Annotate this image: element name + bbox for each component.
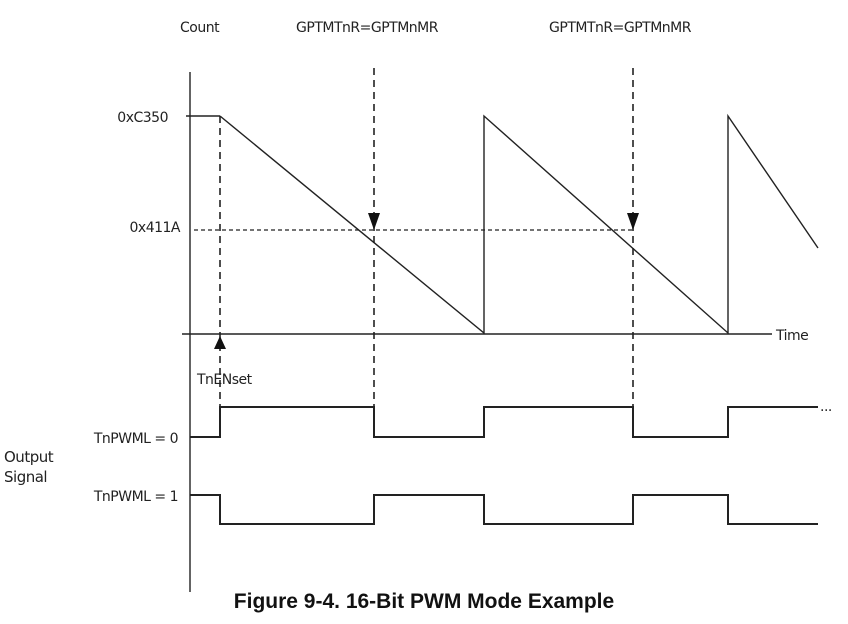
load-value-label: 0xC350 [117,110,168,126]
arrow-up-icon [214,336,226,349]
match-value-label: 0x411A [130,220,181,236]
counter-waveform [219,113,819,335]
pwml-0-label: TnPWML = 0 [93,431,178,447]
pwml-0-waveform [190,406,818,438]
output-signal-label-2: Signal [4,468,47,486]
time-axis-label: Time [775,328,808,344]
arrow-down-icon [368,213,380,230]
pwml-1-waveform [190,494,818,525]
match-event-label-2: GPTMTnR=GPTMnMR [549,20,692,36]
match-event-label-1: GPTMTnR=GPTMnMR [296,20,439,36]
enable-label: TnENset [196,372,253,388]
arrow-down-icon [627,213,639,230]
figure-caption: Figure 9-4. 16-Bit PWM Mode Example [234,590,614,613]
pwml-1-label: TnPWML = 1 [93,489,178,505]
output-signal-label: Output [4,448,54,466]
count-axis-label: Count [180,20,220,36]
continuation-dots: ... [820,399,832,415]
